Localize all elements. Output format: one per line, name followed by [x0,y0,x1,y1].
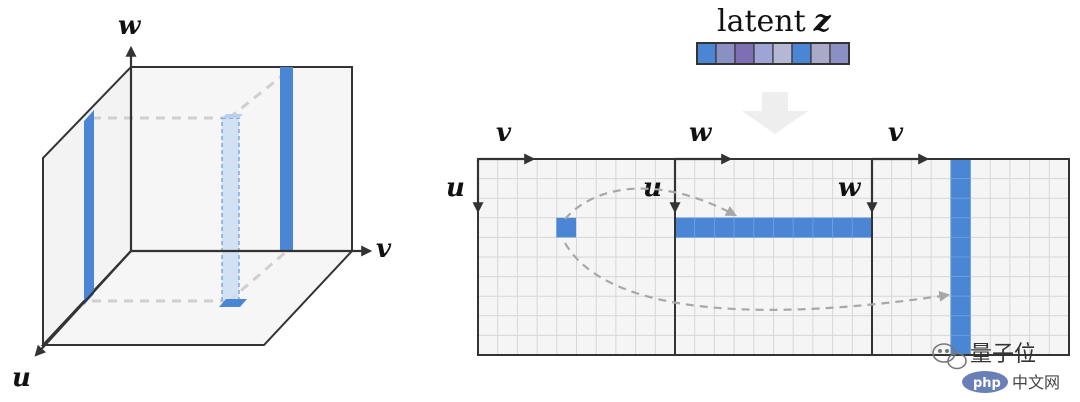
plane2-feature-cell [773,217,794,238]
latent-cell [696,42,717,65]
latent-cell [753,42,774,65]
plane1-v-label: u [446,173,465,203]
plane2-feature-cell [753,217,774,238]
triplane-cube: w v u [12,11,392,393]
watermark-brand: 量子位 [970,342,1036,367]
plane3-feature-cell [950,334,971,356]
latent-cell [772,42,793,65]
latent-cell [810,42,831,65]
plane3-feature-cell [950,217,971,238]
feature-column [221,117,240,302]
w-axis-label: w [118,11,142,41]
plane2-feature-cell [694,217,715,238]
plane2-feature-cell [792,217,814,238]
php-logo [962,371,1008,393]
plane3-feature-cell [950,295,971,317]
plane2-feature-cell [733,217,755,238]
plane1-h-label: v [496,118,512,148]
plane2-v-label: u [643,173,662,203]
plane2-feature-cell [674,217,696,238]
latent-cell [734,42,755,65]
plane3-feature-cell [950,158,971,180]
plane-2 [674,158,873,356]
correspondence-arrows [564,187,951,311]
plane3-feature-cell [950,276,971,297]
plane2-feature-cell [851,217,873,238]
vw-plane-feature [280,67,293,251]
uw-plane-feature [84,110,94,305]
feature-column-top [222,114,243,118]
watermark-site: php [973,376,1001,391]
plane3-feature-cell [950,256,971,278]
plane2-feature-cell [832,217,853,238]
latent-cell [791,42,812,65]
latent-cell [715,42,736,65]
plane-3 [871,158,1070,356]
plane3-feature-cell [950,197,971,219]
plane2-feature-cell [812,217,834,238]
watermark: 量子位 php 中文网 [932,342,1060,393]
plane2-h-label: w [689,118,713,148]
latent-cell [829,42,850,65]
uv-plane-feature [219,299,247,307]
plane2-feature-cell [714,217,735,238]
u-axis-label: u [12,363,31,393]
plane3-v-label: w [838,173,862,203]
plane3-feature-cell [950,236,971,258]
plane3-feature-cell [950,178,971,199]
plane-border [871,158,1070,356]
watermark-site-suffix: 中文网 [1012,373,1060,392]
wechat-icon [932,343,967,370]
plane3-feature-cell [950,315,971,336]
v-axis-label: v [376,234,392,264]
vw-plane [130,66,353,252]
decode-arrow [742,92,808,134]
plane1-feature-cell [556,217,576,238]
latent-vector-border [696,42,850,65]
unrolled-planes [477,158,1070,356]
plane3-h-label: v [888,118,904,148]
arrow-to-plane2 [564,187,737,220]
u-axis [34,250,132,357]
plane-axes: v u w u v w [446,118,930,214]
latent-vector [696,42,850,65]
